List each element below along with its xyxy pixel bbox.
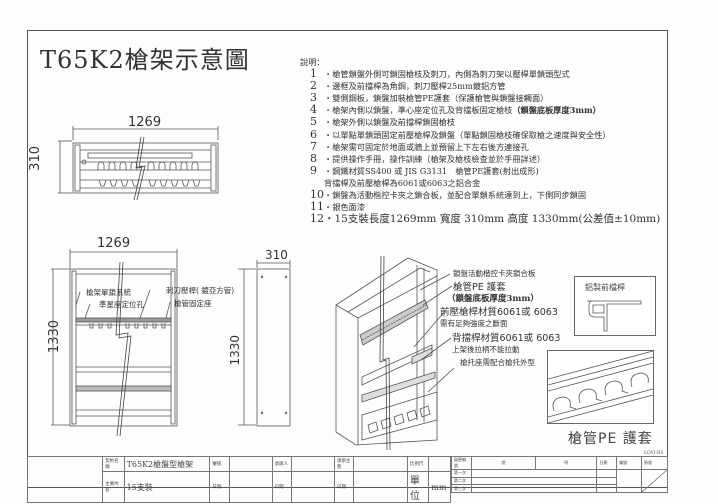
top-view-width-dim: 1269 [128,115,162,130]
callout-sight-hole: 準星座定位孔 [99,300,144,309]
label-date-3: 日期 [333,471,355,503]
rev-header-date: 日期 [596,456,618,470]
note-item: 8・提供操作手冊，操作訓練（槍架及槍枝檢查並於手冊詳述） [310,151,546,165]
rev-header-sheet: 張號 [640,456,669,470]
rev-header-no: 變更編號 [451,456,472,470]
title-block-blank [26,456,104,503]
front-view-width-dim: 1269 [97,236,131,251]
value-contract-name: T65K2槍盤型槍架 [123,456,211,472]
note-item: 9・鋼鐵材質SS400 或 JIS G3131 槍管PE護套(射出成形) [310,163,539,177]
rail-profile-icon [587,300,642,332]
callout-butt-seat: 槍托座需配合槍托外型 [460,358,535,367]
callout-strength-note: 需有足夠強度之斷面 [440,319,508,328]
label-date-1: 日期 [209,471,230,503]
title-block-main: 契約名稱 T65K2槍盤型槍架 審核 承辦人 承辦主管 比例尺 主要內容 15支… [26,456,451,503]
note-item: 2・邊框及前擋桿為角鋼，刺刀壓桿25mm鍍鋁方管 [310,79,506,93]
inset-rail-label: 鋁製前檔桿 [585,283,625,292]
note-item: 3・雙側鋼板，鎖盤加裝槍管PE護套（保護槍管與鎖盤接觸面） [310,91,549,105]
label-main-content: 主要內容 [102,471,125,503]
callout-back-bar-material: 背擋桿材質6061或 6063 [452,333,561,344]
callout-pe-sleeve: 槍管PE 護套 [453,282,506,293]
callout-front-bar-material: 前壓槍桿材質6061或 6063 [440,307,558,318]
note-item: 12・15支裝長度1269mm 寬度 310mm 高度 1330mm(公差值±1… [310,212,661,226]
inset-rail-profile: 鋁製前檔桿 [574,276,656,336]
note-item: 7・槍架需可固定於地面或牆上並預留上下左右後方連接孔 [310,139,529,153]
callout-lock-plate: 鎖盤活動楷控卡夾鎖合板 [453,269,536,278]
label-supervisor: 承辦主管 [333,456,355,472]
drawing-code: LOYI-RS [644,451,664,456]
rev-header-number: 編號 [616,456,642,470]
value-main-content: 15支裝 [123,471,211,503]
rev-row: 第三次 [451,484,472,493]
note-item: 6・以單點單鎖頭固定前壓槍桿及鎖盤（單點鎖固槍枝確保取槍之速度與安全性） [310,127,611,141]
callout-barrel-seat: 槍管固定座 [174,299,212,308]
sheet-diagonal-icon [641,469,668,493]
label-scale: 比例尺 [406,456,430,472]
pe-sleeve-icon [548,351,653,423]
note-item: 10・鎖盤為活動楷控卡夾之鎖合板，並配合單鎖系統達到上，下側同步鎖固 [310,188,587,202]
note-item: 背擋桿及前壓槍桿為6061或6063之鋁合金 [324,177,481,188]
notes-block: 說明： 1・槍管鎖盤外側可鎖固槍枝及刺刀，內側為刺刀架以壓桿單鎖頭型式 2・邊框… [300,56,660,225]
rev-header-desc2: 明 [535,456,598,470]
label-review: 審核 [209,456,230,472]
callout-bayonet-bar: 刺刀壓桿( 鍍亞方管) [166,286,235,295]
inset-pe-caption: 槍管PE 護套 [568,431,653,447]
label-unit: 單位 [406,471,430,503]
callout-handle-note: 上架後拉柄不能拉動 [452,345,520,354]
note-item: 11・銀色面漆 [310,200,365,214]
label-date-2: 日期 [271,471,292,503]
note-item: 5・槍架外側以鎖盤及前擋桿鎖固槍枝 [310,115,456,129]
rev-row: 第一次 [451,469,472,478]
rev-header-desc1: 說 [470,456,537,470]
side-view-width-dim: 310 [265,248,288,262]
label-contract-name: 契約名稱 [102,456,125,472]
value-unit: mm [428,471,451,503]
inset-pe-sleeve [547,350,654,424]
title-block-revisions: 變更編號 說 明 日期 編號 張號 第一次 第二次 第三次 [451,456,669,493]
callout-plate-thickness: （鎖盤底板厚度3mm） [447,294,539,304]
label-handler: 承辦人 [271,456,292,472]
note-item: 4・槍架內側以鎖盤，準心座定位孔及背擋板固定槍枝（鎖盤底板厚度3mm） [310,103,601,117]
drawing-title: T65K2槍架示意圖 [40,46,250,74]
rev-row: 第二次 [451,476,472,486]
callout-single-lock-system: 槍架單鎖系統 [86,288,131,297]
note-item: 1・槍管鎖盤外側可鎖固槍枝及刺刀，內側為刺刀架以壓桿單鎖頭型式 [310,67,570,81]
notes-header: 說明： [300,57,325,67]
